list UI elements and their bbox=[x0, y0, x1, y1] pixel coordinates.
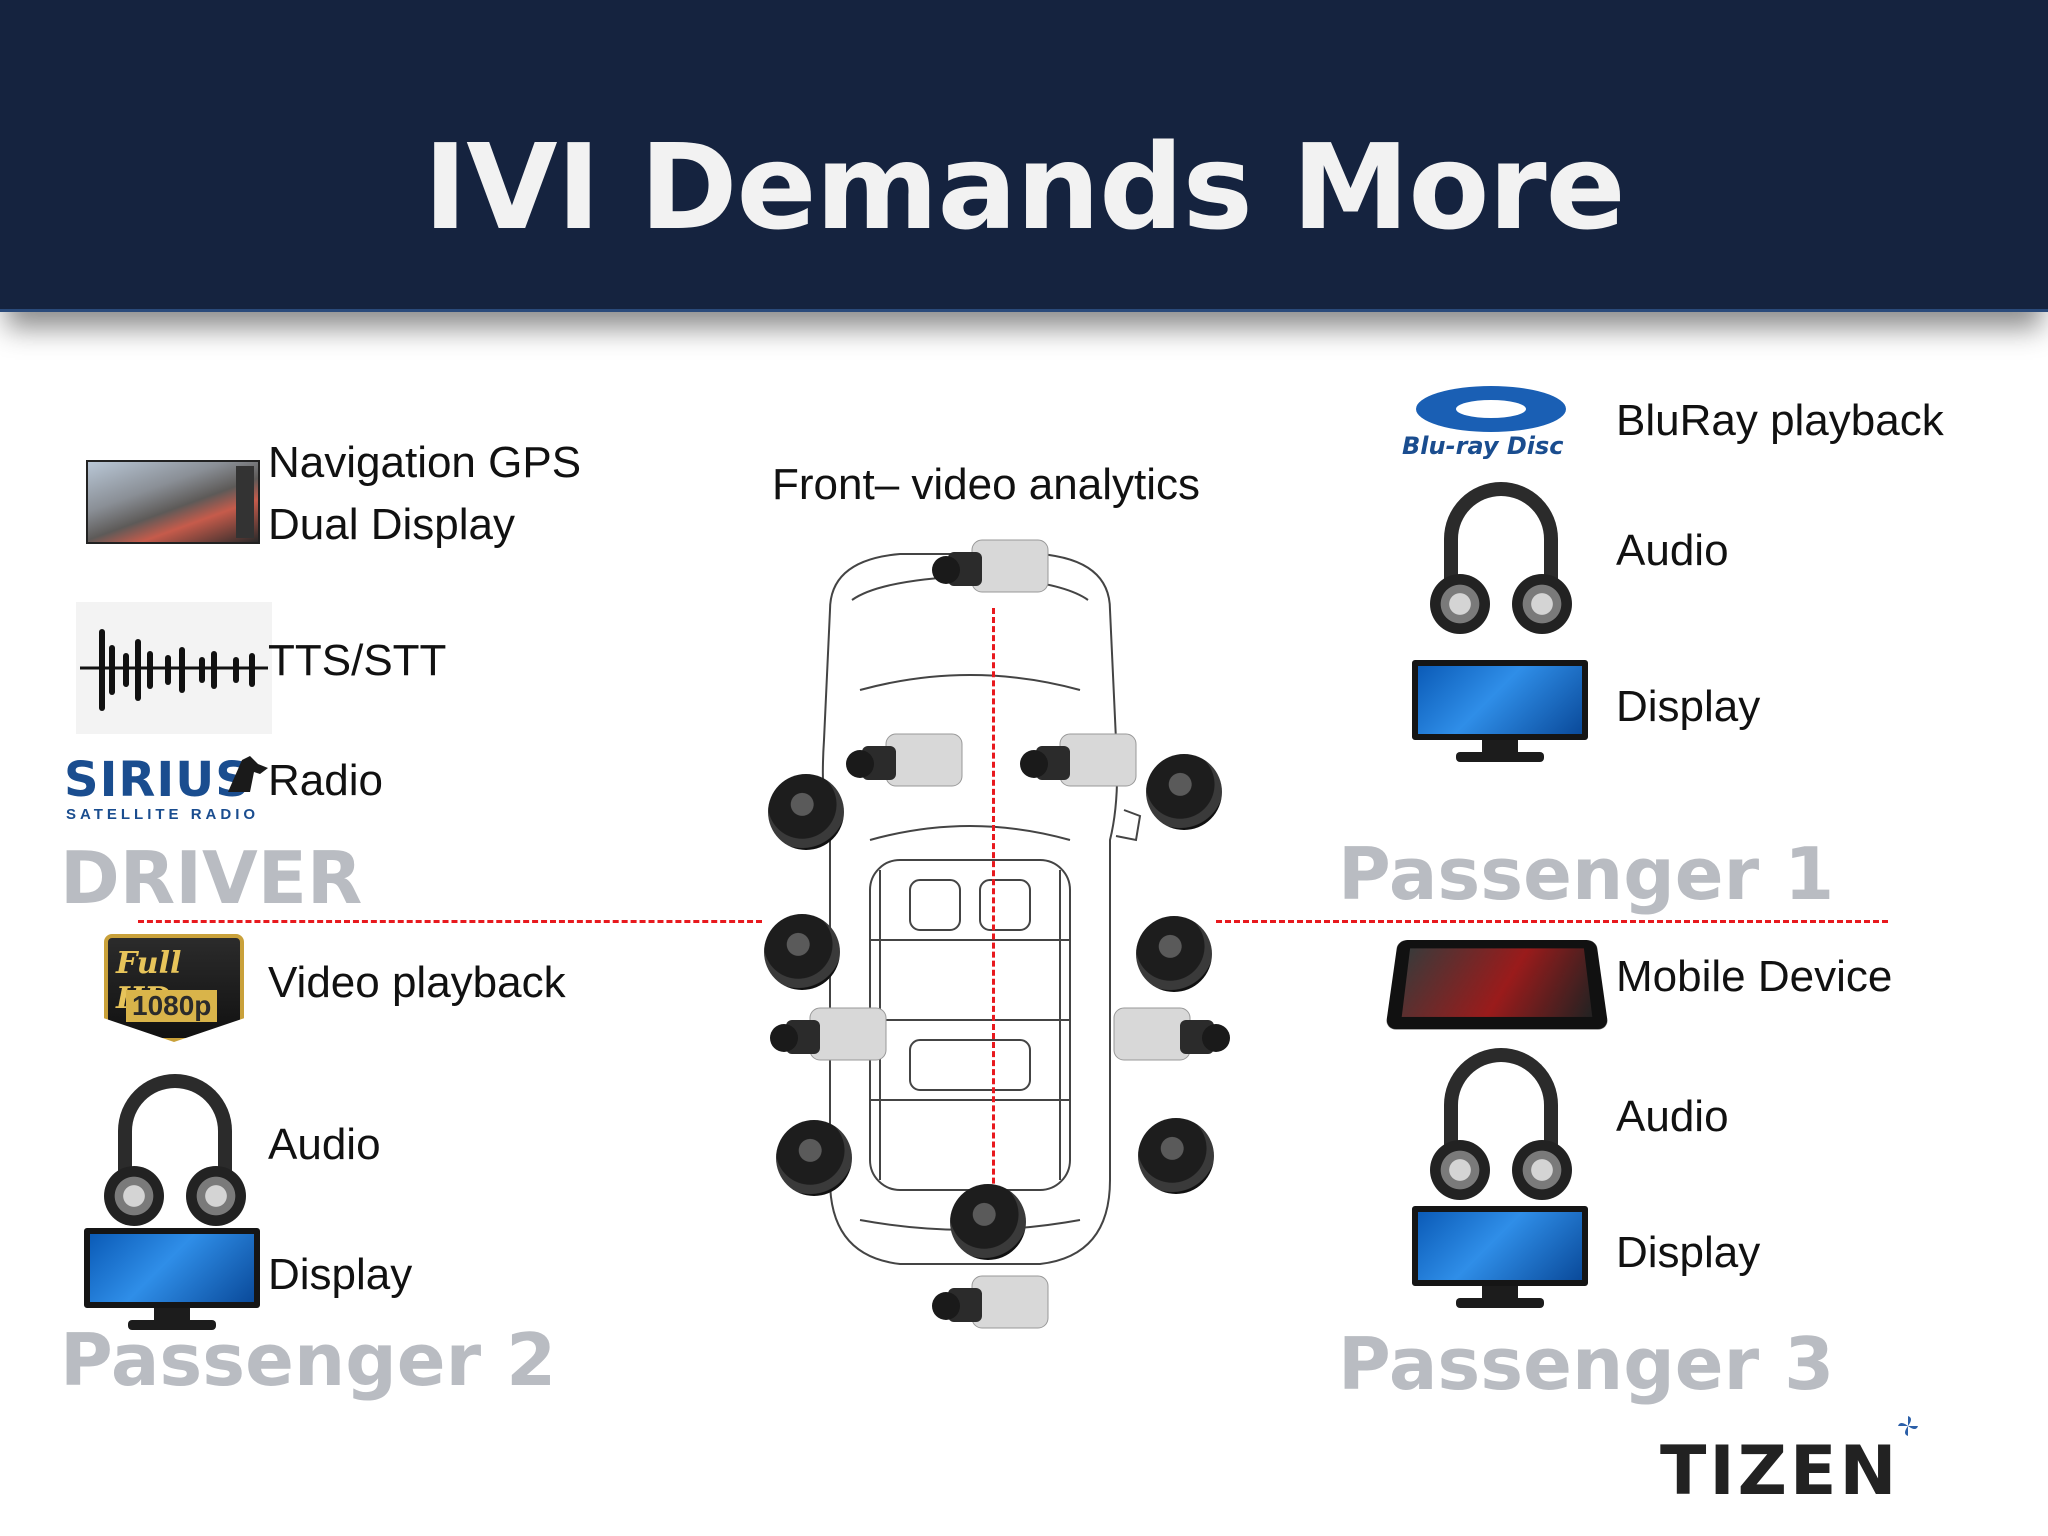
dual-display-label: Dual Display bbox=[268, 500, 515, 549]
camera-icon bbox=[932, 1275, 1049, 1329]
radio-label: Radio bbox=[268, 756, 383, 805]
passenger1-zone-label: Passenger 1 bbox=[1338, 832, 1835, 916]
bluray-logo: Blu-ray Disc bbox=[1402, 386, 1602, 466]
speaker-icon bbox=[1146, 754, 1222, 830]
p3-mobile-device-label: Mobile Device bbox=[1616, 952, 1893, 1001]
passenger3-zone-label: Passenger 3 bbox=[1338, 1322, 1835, 1406]
center-vertical-line bbox=[992, 608, 995, 1256]
tizen-logo: TIZEN bbox=[1660, 1432, 1900, 1511]
monitor-icon bbox=[1412, 660, 1588, 768]
p3-display-label: Display bbox=[1616, 1228, 1761, 1277]
headphones-icon bbox=[1426, 1044, 1576, 1204]
speaker-icon bbox=[764, 914, 840, 990]
sirius-logo-sub: SATELLITE RADIO bbox=[66, 806, 260, 823]
nav-gps-label: Navigation GPS bbox=[268, 438, 582, 487]
p1-display-label: Display bbox=[1616, 682, 1761, 731]
bluray-logo-word: Blu-ray Disc bbox=[1402, 432, 1564, 460]
monitor-icon bbox=[84, 1228, 260, 1336]
p1-audio-label: Audio bbox=[1616, 526, 1729, 575]
tablet-icon bbox=[1385, 940, 1609, 1030]
p2-display-label: Display bbox=[268, 1250, 413, 1299]
speaker-icon bbox=[768, 774, 844, 850]
sirius-logo-word: SIRIUS bbox=[64, 752, 251, 808]
speaker-icon bbox=[776, 1120, 852, 1196]
full-hd-badge-line2: 1080p bbox=[126, 990, 218, 1022]
headphones-icon bbox=[1426, 478, 1576, 638]
camera-icon bbox=[770, 1007, 887, 1061]
p1-bluray-label: BluRay playback bbox=[1616, 396, 1944, 445]
speaker-icon bbox=[950, 1184, 1026, 1260]
p2-video-playback-label: Video playback bbox=[268, 958, 566, 1007]
headphones-icon bbox=[100, 1070, 250, 1230]
passenger2-zone-label: Passenger 2 bbox=[60, 1318, 557, 1402]
camera-icon bbox=[1113, 1007, 1230, 1061]
right-divider-line bbox=[1216, 920, 1888, 923]
waveform-icon bbox=[76, 602, 272, 734]
sirius-logo: SIRIUS SATELLITE RADIO bbox=[64, 752, 274, 826]
tizen-pinwheel-icon bbox=[1898, 1416, 1918, 1436]
slide-title: IVI Demands More bbox=[423, 118, 1625, 256]
camera-icon bbox=[932, 539, 1049, 593]
dog-icon bbox=[228, 756, 268, 792]
monitor-icon bbox=[1412, 1206, 1588, 1314]
speaker-icon bbox=[1136, 916, 1212, 992]
navigation-map-image bbox=[86, 460, 260, 544]
full-hd-badge: Full HD 1080p bbox=[104, 934, 244, 1042]
tts-stt-label: TTS/STT bbox=[268, 636, 447, 685]
speaker-icon bbox=[1138, 1118, 1214, 1194]
left-divider-line bbox=[138, 920, 762, 923]
front-video-analytics-label: Front– video analytics bbox=[772, 460, 1200, 509]
p3-audio-label: Audio bbox=[1616, 1092, 1729, 1141]
bluray-disc-icon bbox=[1416, 386, 1566, 432]
title-banner bbox=[0, 0, 2048, 312]
camera-icon bbox=[846, 733, 963, 787]
camera-icon bbox=[1020, 733, 1137, 787]
p2-audio-label: Audio bbox=[268, 1120, 381, 1169]
driver-zone-label: DRIVER bbox=[60, 836, 363, 920]
